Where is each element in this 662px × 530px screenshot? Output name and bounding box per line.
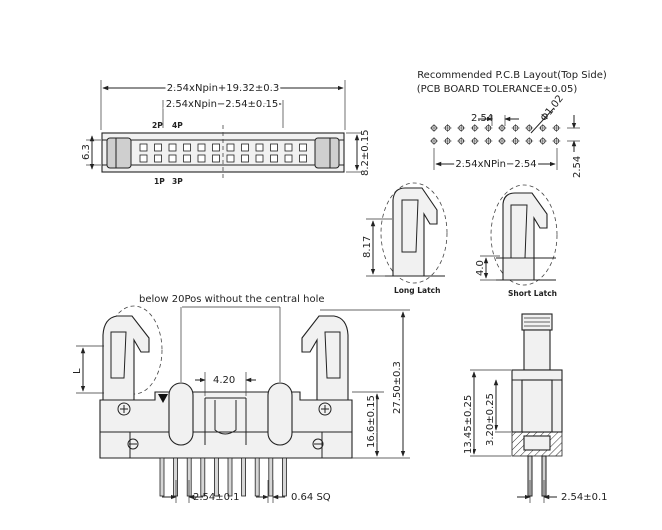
short-latch-label: Short Latch: [508, 289, 557, 298]
side-pitch: 2.54±0.1: [561, 492, 608, 503]
long-latch-height: 8.17: [362, 236, 373, 258]
front-pin: [241, 457, 247, 497]
front-latch-dim: L: [72, 368, 83, 374]
top-cavity: [270, 143, 278, 152]
pcb-hole-diameter: Φ1.02: [539, 93, 566, 124]
top-cavity: [241, 143, 249, 152]
front-pin: [200, 457, 206, 497]
pcb-title: Recommended P.C.B Layout(Top Side): [417, 70, 607, 81]
side-height-a: 13.45±0.25: [463, 395, 474, 454]
pcb-layout: Recommended P.C.B Layout(Top Side) (PCB …: [417, 70, 607, 178]
top-width: 6.3: [81, 144, 92, 160]
long-latch-detail: 8.17 Long Latch: [362, 182, 448, 295]
top-cavity: [168, 154, 177, 163]
top-cavity: [154, 154, 162, 163]
short-latch-detail: 4.0 Short Latch: [475, 184, 558, 298]
front-pin: [159, 457, 165, 497]
front-pin: [281, 457, 287, 497]
top-cavity: [255, 143, 264, 152]
long-latch-label: Long Latch: [394, 286, 440, 295]
top-view: 2.54xNpin+19.32±0.3 2.54xNpin−2.54±0.15 …: [81, 80, 371, 186]
top-cavity: [212, 143, 220, 152]
top-overall-length: 2.54xNpin+19.32±0.3: [167, 83, 279, 94]
pin-label-4p: 4P: [172, 121, 183, 130]
top-cavity: [139, 154, 148, 163]
front-total-height: 27.50±0.3: [392, 361, 403, 414]
top-cavity: [212, 154, 220, 163]
pcb-row-pitch: 2.54: [572, 156, 583, 178]
top-cavity: [197, 154, 206, 163]
top-cavity: [241, 154, 249, 163]
front-pin-size: 0.64 SQ: [291, 492, 331, 503]
front-body-height: 16.6±0.15: [366, 395, 377, 448]
short-latch-height: 4.0: [475, 260, 486, 276]
front-pin: [268, 457, 274, 497]
front-key-width: 4.20: [213, 375, 235, 386]
pcb-tolerance: (PCB BOARD TOLERANCE±0.05): [417, 84, 578, 95]
pin-label-1p: 1P: [154, 177, 165, 186]
pcb-hole-grid: [430, 124, 561, 145]
top-height: 8.2±0.15: [360, 129, 371, 176]
front-pin: [254, 457, 260, 497]
top-cavity: [226, 154, 235, 163]
front-pitch: 2.54±0.1: [193, 492, 240, 503]
side-height-b: 3.20±0.25: [485, 393, 496, 446]
top-cavity: [183, 154, 191, 163]
side-view: 13.45±0.25 3.20±0.25 2.54±0.1: [461, 313, 608, 503]
top-cavity: [168, 143, 177, 152]
top-cavity: [284, 143, 293, 152]
top-cavity: [255, 154, 264, 163]
top-pin-cavities: [139, 143, 307, 163]
front-pins: [159, 457, 287, 497]
top-cavity: [284, 154, 293, 163]
pin-label-3p: 3P: [172, 177, 183, 186]
top-cavity: [197, 143, 206, 152]
top-cavity: [183, 143, 191, 152]
top-cavity: [299, 154, 307, 163]
top-cavity: [270, 154, 278, 163]
top-cavity: [299, 143, 307, 152]
front-pin: [213, 457, 219, 497]
front-note: below 20Pos without the central hole: [139, 294, 325, 305]
top-pin-span: 2.54xNpin−2.54±0.15: [166, 99, 278, 110]
top-cavity: [154, 143, 162, 152]
pcb-span: 2.54xNPin−2.54: [455, 159, 536, 170]
pin-label-2p: 2P: [152, 121, 163, 130]
top-cavity: [139, 143, 148, 152]
front-pin: [227, 457, 233, 497]
front-view: below 20Pos without the central hole: [72, 294, 410, 503]
front-pin: [173, 457, 179, 497]
top-cavity: [226, 143, 235, 152]
